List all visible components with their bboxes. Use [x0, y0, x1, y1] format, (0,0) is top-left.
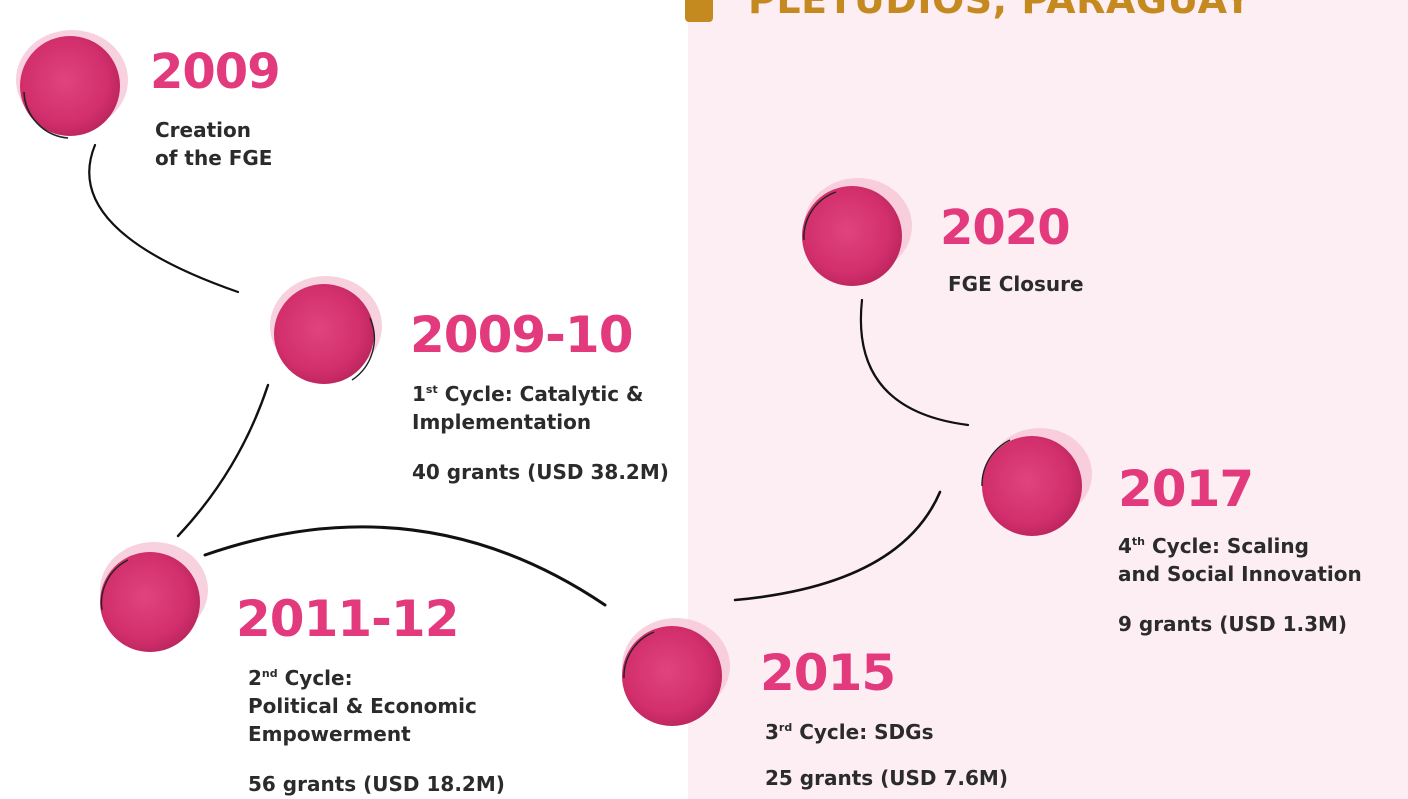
- milestone-circle-icon: [610, 612, 734, 736]
- milestone-description: Creation of the FGE: [155, 118, 273, 170]
- milestone-year: 2017: [1118, 460, 1254, 518]
- milestone-circle-icon: [790, 172, 914, 296]
- milestone-description: 4th Cycle: Scaling and Social Innovation: [1118, 534, 1362, 586]
- milestone-circle-icon: [8, 22, 132, 146]
- milestone-circle-icon: [970, 422, 1094, 546]
- connector-2009-10-to-2011-12: [176, 383, 270, 538]
- gold-marker-tab: [685, 0, 713, 22]
- connector-2015-to-2017: [733, 490, 942, 602]
- milestone-grants: 25 grants (USD 7.6M): [765, 766, 1008, 790]
- milestone-description: 1st Cycle: Catalytic & Implementation: [412, 382, 644, 434]
- milestone-grants: 56 grants (USD 18.2M): [248, 772, 505, 796]
- milestone-year: 2011-12: [236, 590, 459, 648]
- milestone-year: 2009: [150, 44, 281, 100]
- milestone-circle-icon: [88, 538, 212, 662]
- pink-background-panel: [688, 0, 1408, 799]
- connector-2011-12-to-2015: [203, 525, 607, 607]
- milestone-grants: 9 grants (USD 1.3M): [1118, 612, 1348, 636]
- milestone-description: 3rd Cycle: SDGs: [765, 720, 934, 744]
- milestone-description: FGE Closure: [948, 272, 1084, 296]
- connector-2017-to-2020: [859, 298, 970, 427]
- milestone-year: 2015: [760, 644, 896, 702]
- milestone-year: 2009-10: [410, 306, 633, 364]
- header-title: PLETUDIOS, PARAGUAY: [748, 0, 1252, 22]
- milestone-circle-icon: [262, 270, 386, 394]
- connector-2009-to-2009-10: [88, 143, 240, 294]
- milestone-grants: 40 grants (USD 38.2M): [412, 460, 669, 484]
- milestone-year: 2020: [940, 200, 1071, 256]
- milestone-description: 2nd Cycle: Political & Economic Empowerm…: [248, 666, 477, 746]
